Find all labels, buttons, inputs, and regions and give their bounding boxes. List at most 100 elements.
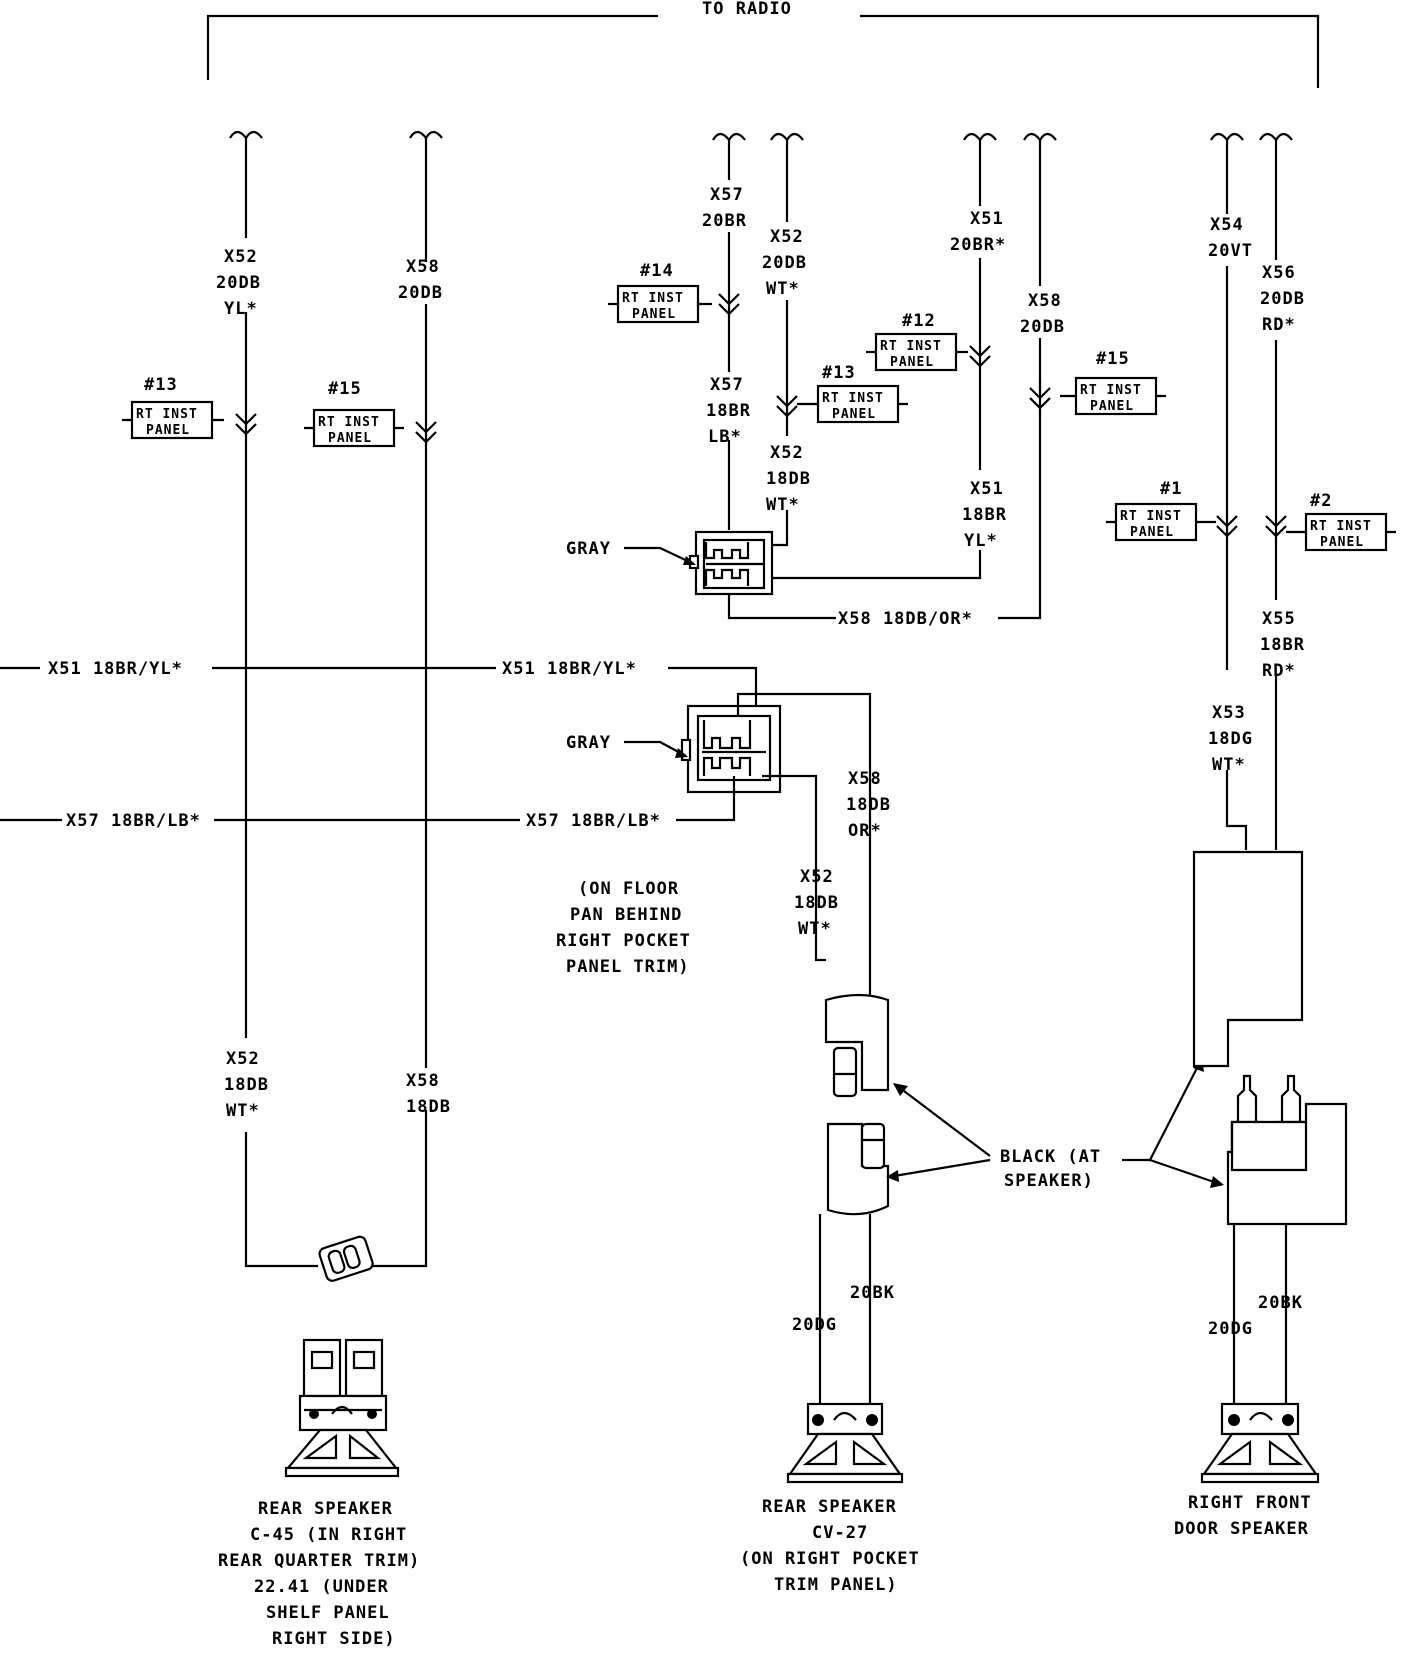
- wire-label: X51 18BR/YL*: [48, 659, 183, 679]
- wire-label: 20DB: [216, 273, 261, 293]
- inst-panel-13-left: #13 RT INST PANEL: [122, 375, 224, 440]
- caption-line: DOOR SPEAKER: [1174, 1519, 1309, 1539]
- wire-label: X58: [1028, 291, 1062, 311]
- wire-label: X52: [770, 443, 804, 463]
- mid-wire-x52: X52 20DB WT* X52 18DB WT*: [762, 138, 811, 547]
- inst-panel-14: #14 RT INST PANEL: [608, 261, 712, 324]
- panel-text: PANEL: [890, 355, 934, 370]
- wire-label: X54: [1210, 215, 1244, 235]
- left-wire-x52: X52 20DB YL* X52 18DB WT*: [216, 136, 318, 1268]
- wire-label: 18DB: [224, 1075, 269, 1095]
- caption-line: TRIM PANEL): [774, 1575, 898, 1595]
- right-wire-x54: X54 20VT X53 18DG WT*: [1208, 138, 1253, 850]
- gray-connector-lower: GRAY: [566, 692, 872, 1000]
- rear-speaker-cv27-icon: [786, 1402, 904, 1484]
- caption-line: REAR QUARTER TRIM): [218, 1551, 420, 1571]
- caption-line: CV-27: [812, 1523, 868, 1543]
- panel-text: RT INST: [318, 415, 380, 430]
- wire-label: X52: [224, 247, 258, 267]
- wire-label: 18DB: [846, 795, 891, 815]
- wire-label: WT*: [766, 279, 800, 299]
- wire-label: 20DG: [1208, 1319, 1253, 1339]
- wire-label: X53: [1212, 703, 1246, 723]
- note-line: BLACK (AT: [1000, 1147, 1101, 1167]
- connector-ref: #2: [1310, 491, 1332, 511]
- floor-note: (ON FLOOR PAN BEHIND RIGHT POCKET PANEL …: [556, 879, 691, 977]
- wire-label: OR*: [848, 821, 882, 841]
- note-line: PANEL TRIM): [566, 957, 690, 977]
- wire-label: WT*: [798, 919, 832, 939]
- caption-line: (ON RIGHT POCKET: [740, 1549, 920, 1569]
- wire-label: YL*: [964, 531, 998, 551]
- rear-speaker-c45-icon: [284, 1235, 400, 1478]
- connector-ref: #1: [1160, 479, 1182, 499]
- wire-label: WT*: [226, 1101, 260, 1121]
- wire-label: 20BR*: [950, 235, 1006, 255]
- panel-text: RT INST: [880, 339, 942, 354]
- wire-label: LB*: [708, 427, 742, 447]
- wire-label: 20DG: [792, 1315, 837, 1335]
- caption-line: RIGHT FRONT: [1188, 1493, 1312, 1513]
- panel-text: PANEL: [146, 423, 190, 438]
- mid-wire-x57: X57 20BR X57 18BR LB* X58 18DB/OR*: [702, 138, 1042, 629]
- speaker3-caption: RIGHT FRONT DOOR SPEAKER: [1174, 1493, 1312, 1539]
- wire-label: X55: [1262, 609, 1296, 629]
- gray-label: GRAY: [566, 733, 611, 753]
- black-connector-right: [1192, 850, 1348, 1410]
- panel-text: PANEL: [1320, 535, 1364, 550]
- wire-label: WT*: [766, 495, 800, 515]
- wire-label: X51: [970, 479, 1004, 499]
- caption-line: REAR SPEAKER: [762, 1497, 897, 1517]
- inst-panel-15-left: #15 RT INST PANEL: [304, 379, 404, 448]
- panel-text: RT INST: [822, 391, 884, 406]
- wire-label: X52: [800, 867, 834, 887]
- note-line: RIGHT POCKET: [556, 931, 691, 951]
- wire-label: 20VT: [1208, 241, 1253, 261]
- gray-connector-upper: GRAY: [566, 530, 774, 596]
- wire-label: X52: [226, 1049, 260, 1069]
- connector-ref: #12: [902, 311, 936, 331]
- note-line: (ON FLOOR: [578, 879, 679, 899]
- connector-ref: #15: [1096, 349, 1130, 369]
- wire-label: 20DB: [398, 283, 443, 303]
- wire-label: X52: [770, 227, 804, 247]
- inst-panel-15-mid: #15 RT INST PANEL: [1060, 349, 1166, 416]
- panel-text: PANEL: [1090, 399, 1134, 414]
- wire-label: 20BK: [1258, 1293, 1303, 1313]
- panel-text: PANEL: [632, 307, 676, 322]
- speaker2-caption: REAR SPEAKER CV-27 (ON RIGHT POCKET TRIM…: [740, 1497, 920, 1595]
- inst-panel-2: #2 RT INST PANEL: [1286, 491, 1396, 552]
- wire-label: 18DG: [1208, 729, 1253, 749]
- wire-label: X57: [710, 375, 744, 395]
- panel-text: RT INST: [1080, 383, 1142, 398]
- panel-text: RT INST: [1310, 519, 1372, 534]
- wire-label: X58: [848, 769, 882, 789]
- wire-label: X58 18DB/OR*: [838, 609, 973, 629]
- caption-line: C-45 (IN RIGHT: [250, 1525, 407, 1545]
- wire-label: RD*: [1262, 315, 1296, 335]
- speaker1-caption: REAR SPEAKER C-45 (IN RIGHT REAR QUARTER…: [218, 1499, 420, 1649]
- wire-label: 18BR: [1260, 635, 1305, 655]
- to-radio-label: TO RADIO: [702, 0, 792, 19]
- wire-label: X58: [406, 257, 440, 277]
- panel-text: RT INST: [622, 291, 684, 306]
- mid-wire-x58: X58 20DB: [1020, 138, 1064, 410]
- connector-ref: #15: [328, 379, 362, 399]
- wire-label: 18BR: [706, 401, 751, 421]
- inst-panel-13-mid: #13 RT INST PANEL: [797, 363, 908, 424]
- caption-line: 22.41 (UNDER: [254, 1577, 389, 1597]
- panel-text: PANEL: [328, 431, 372, 446]
- wire-label: WT*: [1212, 755, 1246, 775]
- wire-label: 18DB: [766, 469, 811, 489]
- wire-label: RD*: [1262, 661, 1296, 681]
- wire-label: X56: [1262, 263, 1296, 283]
- wire-label: 18DB: [406, 1097, 451, 1117]
- black-note: BLACK (AT SPEAKER): [886, 1058, 1224, 1191]
- panel-text: RT INST: [136, 407, 198, 422]
- wire-label: 20BR: [702, 211, 747, 231]
- mid-wire-x51: X51 20BR* X51 18BR YL*: [772, 138, 1006, 580]
- inst-panel-12: #12 RT INST PANEL: [866, 311, 968, 372]
- wire-label: X58: [406, 1071, 440, 1091]
